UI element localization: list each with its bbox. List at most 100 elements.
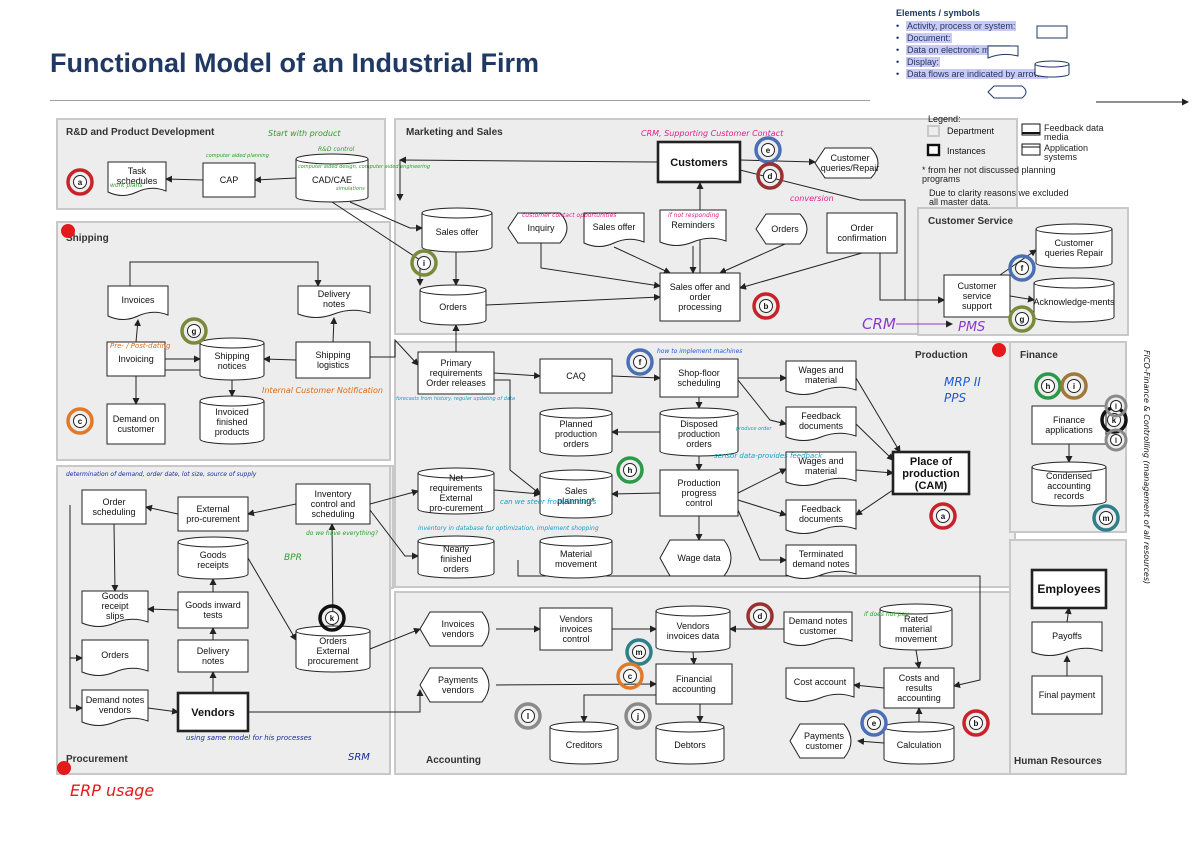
node-label-line: Material [560, 549, 592, 559]
node-shape [295, 153, 369, 203]
data-flow-arrow [247, 557, 297, 641]
badge-ring [180, 317, 208, 345]
node-shape [883, 721, 955, 765]
handwritten-note-conversion: conversion [790, 194, 834, 203]
node-debtors: Debtors [655, 721, 725, 765]
badge-ring [1008, 254, 1036, 282]
badge-core [632, 645, 646, 659]
node-label-line: Customers [670, 157, 727, 169]
node-label-line: Vendors [191, 707, 234, 719]
node-cap: CAP [202, 162, 256, 198]
node-label-line: progress [681, 488, 717, 498]
node-label-line: production [555, 429, 597, 439]
disk-top [199, 400, 265, 407]
instance-badge-a: a [66, 168, 94, 196]
node-label-line: documents [799, 514, 844, 524]
node-label-line: Shop-floor [678, 368, 720, 378]
badge-ring [1034, 372, 1062, 400]
node-shape [295, 341, 371, 379]
node-label-line: External [316, 646, 349, 656]
data-flow-arrow [145, 504, 179, 515]
node-label-line: requirements [430, 368, 483, 378]
node-label-line: Primary [441, 358, 472, 368]
feedback-legend-icon [1021, 123, 1041, 136]
badge-letter: k [330, 614, 335, 623]
node-label-line: control and [311, 499, 356, 509]
node-label-line: Calculation [897, 740, 942, 750]
badge-letter: k [1112, 416, 1117, 425]
handwritten-note-can-we-steer: can we steer from/factories [500, 498, 597, 506]
node-shape [549, 721, 619, 765]
node-label-line: orders [563, 439, 589, 449]
node-label-line: Costs and [899, 673, 940, 683]
badge-core [969, 716, 983, 730]
badge-ring [626, 348, 654, 376]
badge-core [1067, 379, 1081, 393]
badge-core [761, 143, 775, 157]
badge-letter: d [758, 612, 763, 621]
node-inquiry: Inquiry [507, 212, 568, 244]
node-shape [785, 406, 857, 441]
instance-badge-c: c [66, 407, 94, 435]
badge-core [1015, 261, 1029, 275]
data-flow-arrow [540, 243, 661, 289]
node-label-line: Goods inward [185, 600, 241, 610]
node-label-line: customer [805, 741, 842, 751]
disk-top [177, 541, 249, 548]
instance-badge-l: l [1104, 394, 1128, 418]
disk-top [655, 726, 725, 733]
badge-core [325, 611, 339, 625]
node-label-line: accounting [1047, 481, 1091, 491]
node-label-line: Task [128, 166, 147, 176]
disk-top [659, 412, 739, 419]
badge-letter: c [628, 672, 633, 681]
badge-core [936, 509, 950, 523]
handwritten-note-srm: SRM [348, 752, 370, 763]
department-label: Procurement [66, 754, 128, 765]
badge-core [521, 709, 535, 723]
data-flow-arrow [611, 490, 661, 498]
node-shape [1033, 277, 1115, 323]
node-shape [789, 723, 852, 759]
instance-badge-h: h [1034, 372, 1062, 400]
node-label: Acknowledge-ments [1033, 297, 1115, 307]
node-calculation: Calculation [883, 721, 955, 765]
node-shape [879, 603, 953, 651]
node-shape [539, 407, 613, 457]
handwritten-note-how-to-implement: how to implement machines [657, 348, 742, 355]
node-label: Invoicing [118, 354, 154, 364]
data-flow-arrow [493, 372, 541, 380]
node-label-line: products [215, 427, 250, 437]
node-shape [539, 607, 613, 651]
node-acknowledgements: Acknowledge-ments [1033, 277, 1115, 323]
node-shape [1031, 461, 1107, 507]
node-label-line: Feedback [801, 411, 841, 421]
node-label-line: service [963, 291, 992, 301]
node-sales-offer-doc: Sales offer [583, 212, 645, 247]
badge-letter: g [1020, 315, 1025, 324]
node-label-line: Orders [771, 224, 799, 234]
node-label-line: Place of [910, 456, 953, 468]
badge-letter: f [639, 358, 642, 367]
node-shape [785, 499, 857, 534]
